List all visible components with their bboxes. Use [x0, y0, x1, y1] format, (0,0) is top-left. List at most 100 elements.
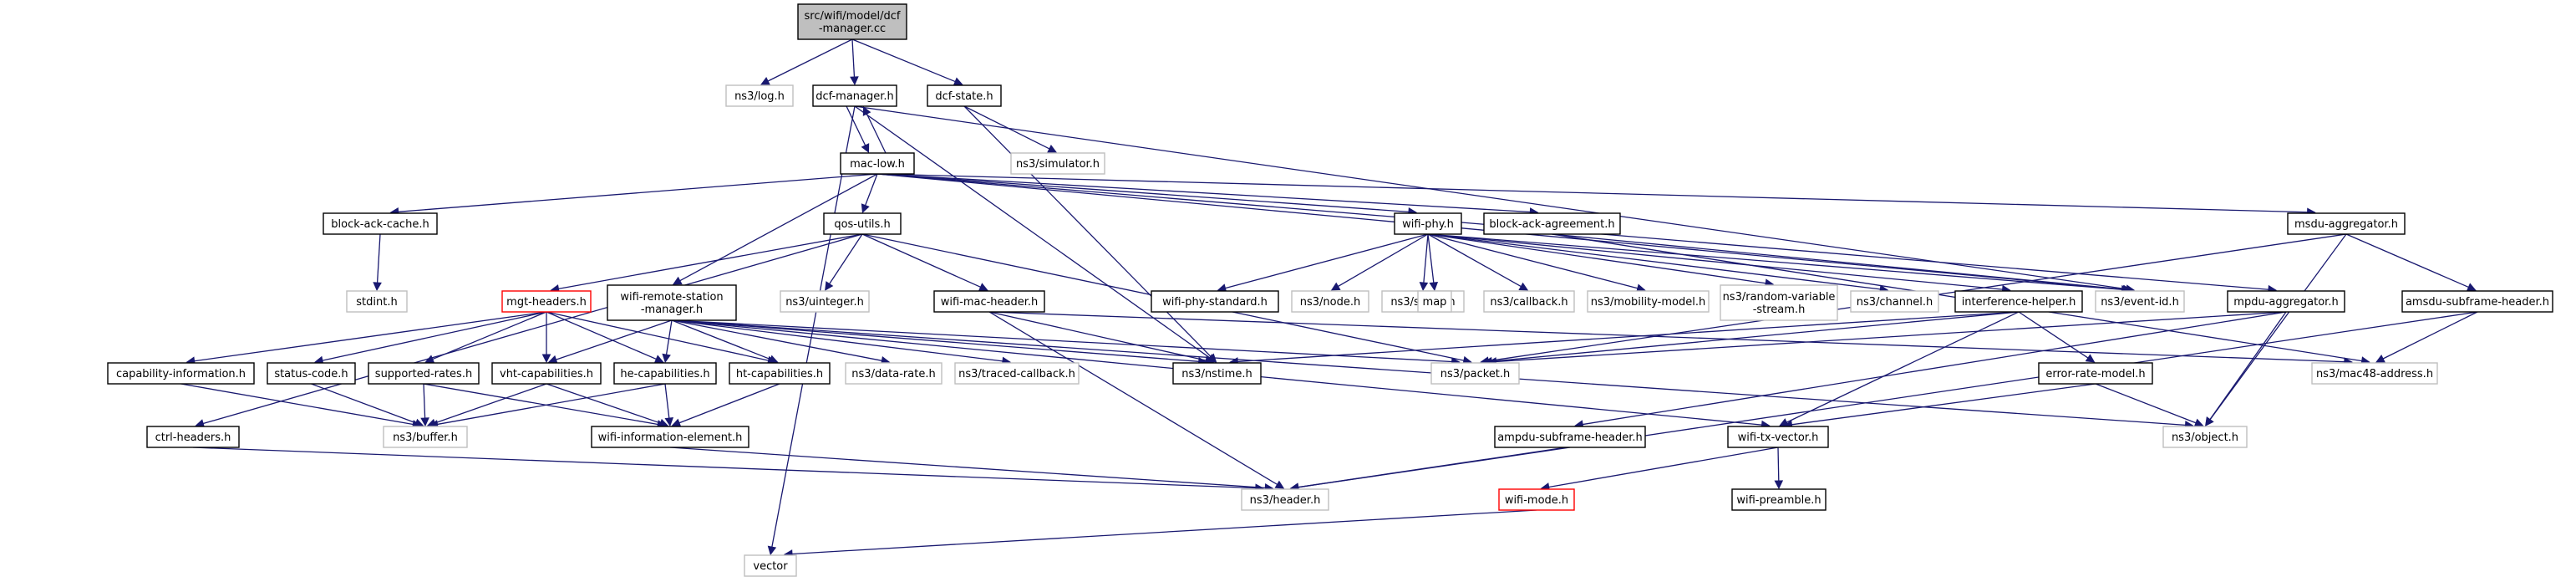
node-label: error-rate-model.h	[2045, 368, 2145, 380]
node-box	[1727, 426, 1829, 448]
edge-arrowhead	[672, 276, 683, 285]
node-wifi-information-element-h[interactable]: wifi-information-element.h	[591, 426, 749, 448]
node-ht-capabilities-h[interactable]: ht-capabilities.h	[729, 362, 831, 385]
node-ns3-mobility-model-h[interactable]: ns3/mobility-model.h	[1587, 290, 1710, 313]
node-ns3-data-rate-h[interactable]: ns3/data-rate.h	[845, 362, 943, 385]
node-dcf-manager-h[interactable]: dcf-manager.h	[812, 84, 897, 107]
edge-line	[311, 383, 417, 424]
edge-line	[1427, 233, 1881, 290]
node-ns3-traced-callback-h[interactable]: ns3/traced-callback.h	[954, 362, 1080, 385]
node-ns3-log-h[interactable]: ns3/log.h	[725, 84, 794, 107]
edge-arrowhead	[373, 282, 382, 292]
node-ns3-header-h[interactable]: ns3/header.h	[1241, 488, 1329, 511]
node-label: supported-rates.h	[375, 368, 472, 380]
node-he-capabilities-h[interactable]: he-capabilities.h	[613, 362, 717, 385]
node-ns3-callback-h[interactable]: ns3/callback.h	[1483, 290, 1575, 313]
node-map[interactable]: map	[1417, 290, 1452, 313]
node-ns3-random-variable-stream-h[interactable]: ns3/random-variable-stream.h	[1720, 284, 1838, 321]
edge-line	[1777, 447, 1780, 482]
edge-line	[1548, 447, 1779, 488]
node-ns3-channel-h[interactable]: ns3/channel.h	[1850, 290, 1939, 313]
node-capability-information-h[interactable]: capability-information.h	[107, 362, 255, 385]
node-ns3-uinteger-h[interactable]: ns3/uinteger.h	[780, 290, 870, 313]
edge-line	[1237, 311, 2020, 363]
node-label: dcf-state.h	[935, 90, 993, 103]
node-ns3-nstime-h[interactable]: ns3/nstime.h	[1172, 362, 1262, 385]
node-qos-utils-h[interactable]: qos-utils.h	[823, 212, 902, 235]
node-vht-capabilities-h[interactable]: vht-capabilities.h	[491, 362, 602, 385]
edge-line	[1427, 233, 2003, 290]
node-label: wifi-mac-header.h	[941, 296, 1039, 309]
node-wifi-tx-vector-h[interactable]: wifi-tx-vector.h	[1727, 426, 1829, 448]
edge-wifi-tx-vector-h-to-wifi-preamble-h	[1774, 447, 1784, 490]
node-ns3-mac48-address-h[interactable]: ns3/mac48-address.h	[2311, 362, 2438, 385]
node-box	[1720, 284, 1838, 321]
node-supported-rates-h[interactable]: supported-rates.h	[368, 362, 480, 385]
node-mgt-headers-h[interactable]: mgt-headers.h	[501, 290, 592, 313]
edge-line	[771, 105, 856, 548]
node-dcf-manager-cc: src/wifi/model/dcf-manager.cc	[797, 3, 907, 40]
node-mpdu-aggregator-h[interactable]: mpdu-aggregator.h	[2227, 290, 2345, 313]
node-ampdu-subframe-header-h[interactable]: ampdu-subframe-header.h	[1494, 426, 1646, 448]
edge-qos-utils-h-to-wifi-mac-header-h	[861, 233, 988, 291]
node-label: ampdu-subframe-header.h	[1497, 431, 1643, 444]
node-label: dcf-manager.h	[815, 90, 894, 103]
node-ns3-node-h[interactable]: ns3/node.h	[1291, 290, 1369, 313]
edge-arrowhead	[653, 355, 664, 364]
node-ns3-object-h[interactable]: ns3/object.h	[2162, 426, 2248, 448]
edge-arrowhead	[2193, 418, 2204, 427]
edge-qos-utils-h-to-mgt-headers-h	[550, 233, 863, 294]
node-wifi-phy-h[interactable]: wifi-phy.h	[1394, 212, 1462, 235]
edge-arrowhead	[2466, 283, 2477, 292]
node-block-ack-cache-h[interactable]: block-ack-cache.h	[323, 212, 438, 235]
node-label: block-ack-agreement.h	[1489, 218, 1614, 231]
edge-line	[558, 233, 863, 290]
edge-mgt-headers-h-to-capability-information-h	[185, 311, 547, 365]
node-ns3-packet-h[interactable]: ns3/packet.h	[1430, 362, 1520, 385]
node-dcf-state-h[interactable]: dcf-state.h	[927, 84, 1002, 107]
edge-arrowhead	[547, 355, 558, 364]
node-block-ack-agreement-h[interactable]: block-ack-agreement.h	[1483, 212, 1621, 235]
edge-wifi-mode-h-to-vector	[783, 509, 1537, 559]
edge-line	[556, 319, 673, 360]
node-label: ctrl-headers.h	[155, 431, 231, 444]
node-msdu-aggregator-h[interactable]: msdu-aggregator.h	[2287, 212, 2406, 235]
node-ns3-buffer-h[interactable]: ns3/buffer.h	[383, 426, 468, 448]
node-wifi-remote-station-manager-h[interactable]: wifi-remote-station-manager.h	[607, 284, 737, 321]
nodes-layer: src/wifi/model/dcf-manager.cc ns3/log.h dc…	[107, 3, 2553, 577]
node-wifi-mode-h[interactable]: wifi-mode.h	[1498, 488, 1575, 511]
edge-arrowhead	[1274, 480, 1285, 489]
node-mac-low-h[interactable]: mac-low.h	[840, 152, 915, 175]
edge-mac-low-h-to-block-ack-agreement-h	[876, 173, 1539, 217]
node-amsdu-subframe-header-h[interactable]: amsdu-subframe-header.h	[2401, 290, 2553, 313]
node-ns3-event-id-h[interactable]: ns3/event-id.h	[2095, 290, 2185, 313]
edge-arrowhead	[861, 143, 870, 154]
node-box	[744, 554, 797, 577]
edges-layer	[180, 38, 2478, 559]
node-wifi-mac-header-h[interactable]: wifi-mac-header.h	[933, 290, 1045, 313]
edge-line	[1427, 233, 1766, 284]
node-stdint-h[interactable]: stdint.h	[346, 290, 408, 313]
node-vector[interactable]: vector	[744, 554, 797, 577]
edge-wifi-phy-h-to-ns3-channel-h	[1427, 233, 1889, 294]
node-wifi-phy-standard-h[interactable]: wifi-phy-standard.h	[1151, 290, 1279, 313]
edge-line	[2018, 311, 2089, 359]
edge-qos-utils-h-to-ns3-uinteger-h	[825, 233, 863, 291]
node-wifi-preamble-h[interactable]: wifi-preamble.h	[1731, 488, 1827, 511]
node-box	[346, 290, 408, 313]
node-status-code-h[interactable]: status-code.h	[267, 362, 356, 385]
node-interference-helper-h[interactable]: interference-helper.h	[1954, 290, 2083, 313]
edge-line	[1583, 311, 2287, 426]
node-ns3-simulator-h[interactable]: ns3/simulator.h	[1010, 152, 1105, 175]
node-label: ns3/mobility-model.h	[1591, 296, 1705, 309]
edge-mac-low-h-to-wifi-remote-station-manager-h	[672, 173, 878, 285]
node-box	[491, 362, 602, 385]
node-label: msdu-aggregator.h	[2294, 218, 2398, 231]
edge-arrowhead	[1518, 282, 1529, 291]
node-ctrl-headers-h[interactable]: ctrl-headers.h	[146, 426, 240, 448]
node-label: ns3/log.h	[734, 90, 785, 103]
node-label: ns3/node.h	[1300, 296, 1360, 309]
node-error-rate-model-h[interactable]: error-rate-model.h	[2038, 362, 2153, 385]
edge-wifi-phy-h-to-ns3-event-id-h	[1427, 233, 2131, 294]
node-label: vector	[753, 560, 788, 573]
